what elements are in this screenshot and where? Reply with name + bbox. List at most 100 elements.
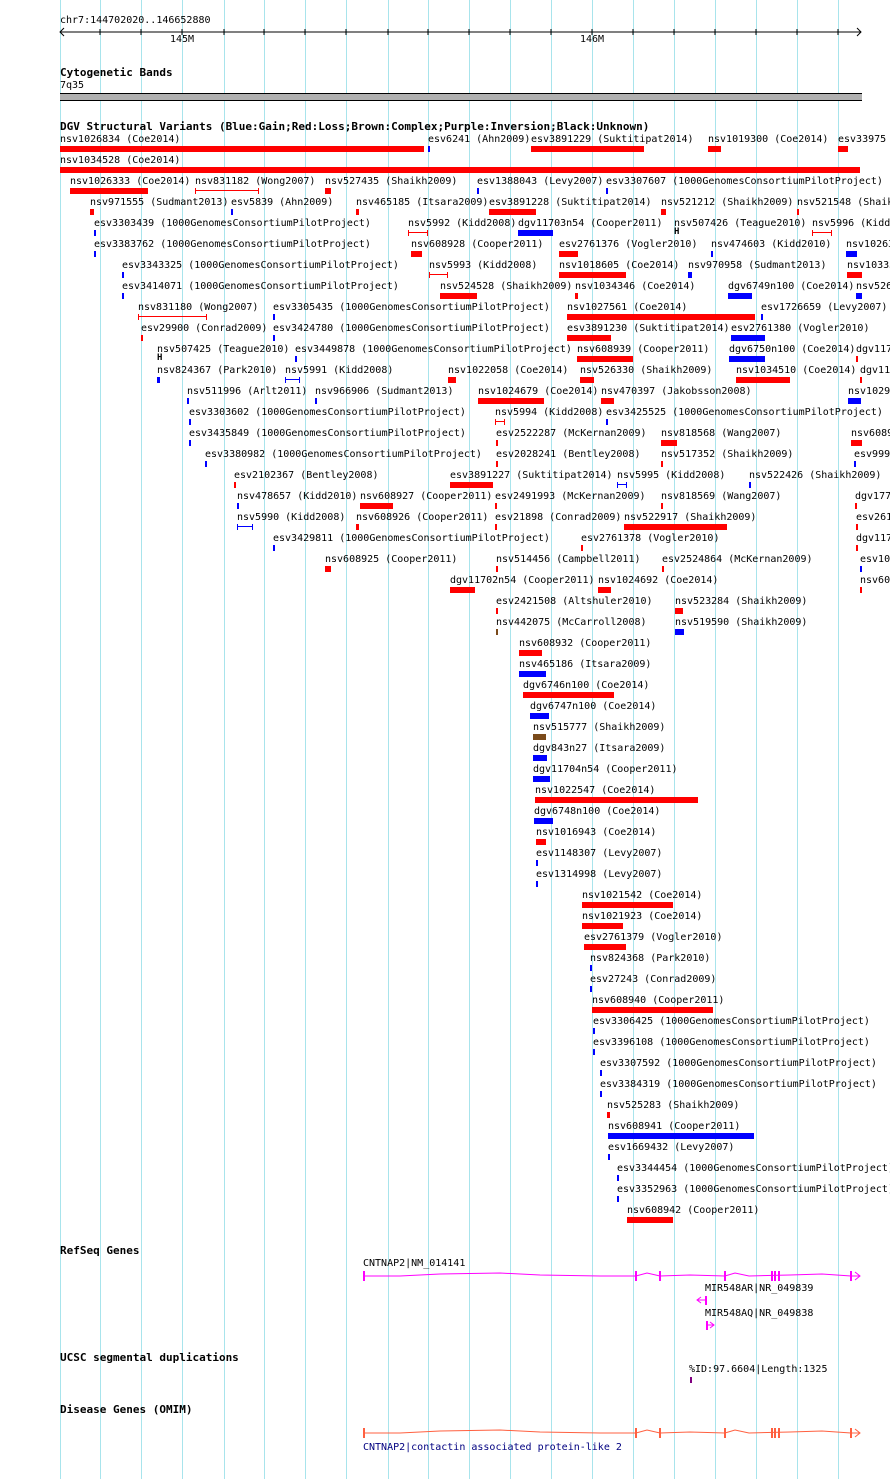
variant-loss-bar[interactable]	[662, 566, 664, 572]
variant-gain-bar[interactable]	[273, 545, 275, 551]
dgv-track-title[interactable]: DGV Structural Variants (Blue:Gain;Red:L…	[60, 120, 650, 133]
variant-label[interactable]: nsv1016943 (Coe2014)	[536, 827, 657, 838]
variant-loss-bar[interactable]	[661, 503, 663, 509]
variant-loss-bar[interactable]	[429, 272, 448, 278]
variant-label[interactable]: esv3891230 (Suktitipat2014)	[567, 323, 730, 334]
variant-gain-bar[interactable]	[688, 272, 692, 278]
variant-label[interactable]: esv999	[854, 449, 890, 460]
variant-label[interactable]: nsv1024679 (Coe2014)	[478, 386, 599, 397]
variant-label[interactable]: dgv6747n100 (Coe2014)	[530, 701, 657, 712]
variant-loss-bar[interactable]	[582, 923, 623, 929]
variant-label[interactable]: nsv514456 (Campbell2011)	[496, 554, 641, 565]
variant-label[interactable]: esv261	[856, 512, 890, 523]
variant-loss-bar[interactable]	[581, 545, 583, 551]
variant-gain-bar[interactable]	[606, 188, 608, 194]
variant-label[interactable]: nsv824368 (Park2010)	[590, 953, 711, 964]
variant-label[interactable]: esv27243 (Conrad2009)	[590, 974, 717, 985]
variant-loss-bar[interactable]	[847, 272, 862, 278]
variant-gain-bar[interactable]	[593, 1028, 595, 1034]
variant-label[interactable]: esv3352963 (1000GenomesConsortiumPilotPr…	[617, 1184, 890, 1195]
variant-gain-bar[interactable]	[315, 398, 317, 404]
variant-label[interactable]: nsv10263	[846, 239, 890, 250]
variant-gain-bar[interactable]	[534, 818, 553, 824]
variant-label[interactable]: esv33975	[838, 134, 887, 145]
variant-loss-bar[interactable]	[519, 650, 542, 656]
variant-loss-bar[interactable]	[577, 356, 633, 362]
variant-gain-bar[interactable]	[533, 776, 550, 782]
omim-gene-label[interactable]: CNTNAP2|contactin associated protein-lik…	[363, 1442, 622, 1453]
variant-label[interactable]: nsv527435 (Shaikh2009)	[325, 176, 458, 187]
variant-label[interactable]: esv2028241 (Bentley2008)	[496, 449, 641, 460]
omim-track-title[interactable]: Disease Genes (OMIM)	[60, 1403, 193, 1416]
variant-label[interactable]: nsv818569 (Wang2007)	[661, 491, 782, 502]
variant-label[interactable]: esv3424780 (1000GenomesConsortiumPilotPr…	[273, 323, 550, 334]
variant-label[interactable]: dgv117	[856, 344, 890, 355]
variant-label[interactable]: nsv523284 (Shaikh2009)	[675, 596, 808, 607]
variant-loss-bar[interactable]	[607, 1112, 610, 1118]
variant-loss-bar[interactable]	[559, 251, 578, 257]
variant-gain-bar[interactable]	[477, 188, 479, 194]
variant-gain-bar[interactable]	[731, 335, 765, 341]
variant-loss-bar[interactable]	[675, 608, 683, 614]
variant-gain-bar[interactable]	[593, 1049, 595, 1055]
variant-label[interactable]: esv2761376 (Vogler2010)	[559, 239, 698, 250]
variant-gain-bar[interactable]	[608, 1133, 754, 1139]
variant-loss-bar[interactable]	[624, 524, 727, 530]
variant-label[interactable]: nsv478657 (Kidd2010)	[237, 491, 358, 502]
variant-label[interactable]: esv2102367 (Bentley2008)	[234, 470, 379, 481]
variant-loss-bar[interactable]	[138, 314, 207, 320]
variant-label[interactable]: nsv5992 (Kidd2008)	[408, 218, 517, 229]
variant-complex-bar[interactable]	[496, 629, 498, 635]
variant-loss-bar[interactable]	[495, 419, 505, 425]
refseq-track-title[interactable]: RefSeq Genes	[60, 1244, 140, 1257]
variant-loss-bar[interactable]	[440, 293, 477, 299]
variant-loss-bar[interactable]	[496, 566, 498, 572]
variant-label[interactable]: esv3344454 (1000GenomesConsortiumPilotPr…	[617, 1163, 890, 1174]
variant-gain-bar[interactable]	[295, 356, 297, 362]
variant-loss-bar[interactable]	[531, 146, 644, 152]
variant-label[interactable]: esv1314998 (Levy2007)	[536, 869, 663, 880]
variant-label[interactable]: nsv519590 (Shaikh2009)	[675, 617, 808, 628]
cytoband-track-title[interactable]: Cytogenetic Bands	[60, 66, 173, 79]
variant-label[interactable]: dgv11703n54 (Cooper2011)	[518, 218, 663, 229]
variant-label[interactable]: nsv608926 (Cooper2011)	[356, 512, 489, 523]
variant-label[interactable]: nsv1021923 (Coe2014)	[582, 911, 703, 922]
variant-loss-bar[interactable]	[627, 1217, 673, 1223]
variant-label[interactable]: nsv824367 (Park2010)	[157, 365, 278, 376]
variant-label[interactable]: esv3305435 (1000GenomesConsortiumPilotPr…	[273, 302, 550, 313]
variant-gain-bar[interactable]	[519, 671, 546, 677]
variant-loss-bar[interactable]	[496, 608, 498, 614]
variant-label[interactable]: nsv1034510 (Coe2014)	[736, 365, 857, 376]
variant-gain-bar[interactable]	[94, 230, 96, 236]
variant-loss-bar[interactable]	[495, 503, 497, 509]
variant-loss-bar[interactable]	[661, 209, 666, 215]
variant-label[interactable]: nsv5994 (Kidd2008)	[495, 407, 604, 418]
variant-loss-bar[interactable]	[356, 524, 359, 530]
variant-gain-bar[interactable]	[608, 1154, 610, 1160]
variant-gain-bar[interactable]	[711, 251, 713, 257]
cytoband-7q35[interactable]	[60, 93, 862, 101]
gene-label-cntnap2[interactable]: CNTNAP2|NM_014141	[363, 1258, 466, 1269]
variant-loss-bar[interactable]	[575, 293, 578, 299]
variant-label[interactable]: esv3891229 (Suktitipat2014)	[531, 134, 694, 145]
variant-label[interactable]: nsv608928 (Cooper2011)	[411, 239, 544, 250]
variant-label[interactable]: esv10	[860, 554, 890, 565]
segdup-track-title[interactable]: UCSC segmental duplications	[60, 1351, 239, 1364]
variant-loss-bar[interactable]	[450, 482, 493, 488]
gene-label-mir548ar[interactable]: MIR548AR|NR_049839	[705, 1283, 814, 1294]
variant-label[interactable]: esv3303439 (1000GenomesConsortiumPilotPr…	[94, 218, 371, 229]
variant-gain-bar[interactable]	[122, 272, 124, 278]
variant-loss-bar[interactable]	[598, 587, 611, 593]
variant-label[interactable]: esv6241 (Ahn2009)	[428, 134, 531, 145]
variant-loss-bar[interactable]	[580, 377, 594, 383]
variant-loss-bar[interactable]	[838, 146, 848, 152]
variant-gain-bar[interactable]	[285, 377, 300, 383]
segdup-label[interactable]: %ID:97.6604|Length:1325	[689, 1364, 828, 1375]
variant-unknown-bar[interactable]: H	[674, 227, 680, 237]
variant-label[interactable]: dgv117	[856, 533, 890, 544]
variant-gain-bar[interactable]	[237, 524, 253, 530]
variant-gain-bar[interactable]	[189, 440, 191, 446]
variant-label[interactable]: esv2421508 (Altshuler2010)	[496, 596, 653, 607]
variant-label[interactable]: nsv1026333 (Coe2014)	[70, 176, 191, 187]
variant-label[interactable]: nsv5993 (Kidd2008)	[429, 260, 538, 271]
